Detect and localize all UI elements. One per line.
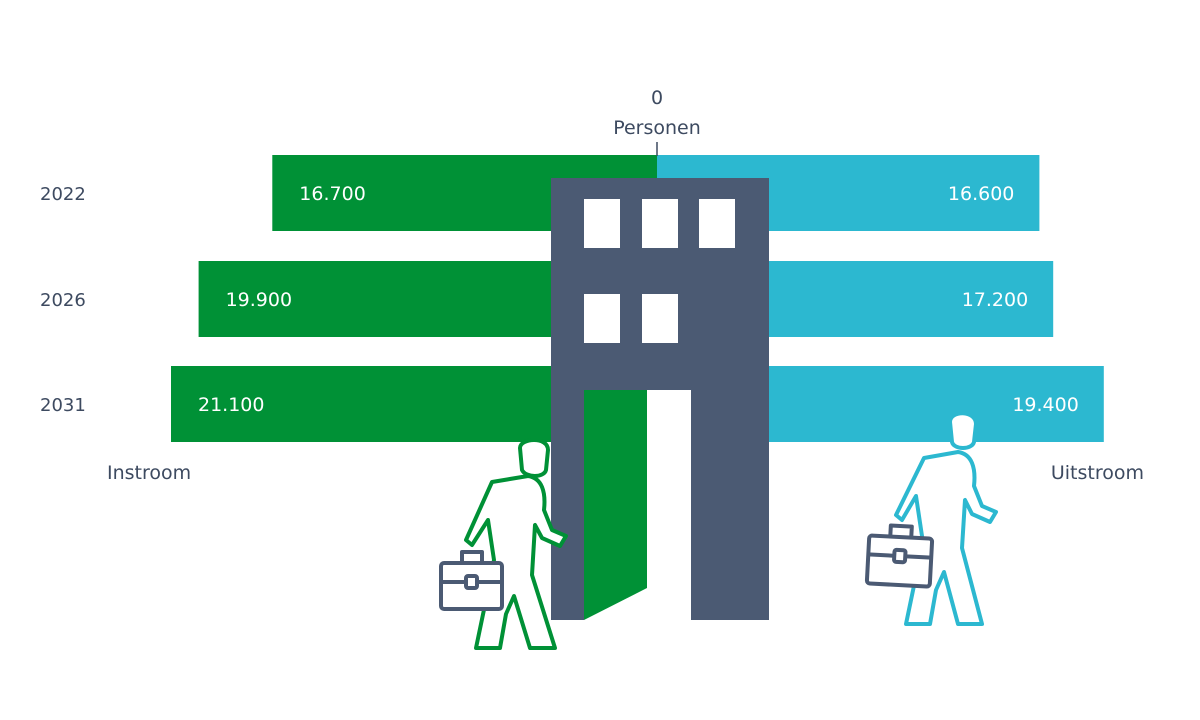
axis-title: Personen	[613, 117, 701, 139]
zero-tick-label: 0	[651, 87, 663, 109]
value-label-uitstroom: 16.600	[948, 183, 1014, 205]
value-label-instroom: 16.700	[299, 183, 365, 205]
legend-instroom: Instroom	[107, 462, 191, 484]
value-label-instroom: 21.100	[198, 394, 264, 416]
office-building-icon	[551, 178, 769, 622]
person-head	[518, 438, 550, 478]
briefcase-icon	[864, 523, 935, 589]
value-label-uitstroom: 19.400	[1012, 394, 1078, 416]
legend-uitstroom: Uitstroom	[1051, 462, 1144, 484]
building-window	[699, 199, 735, 248]
building-window	[584, 294, 620, 343]
open-door-panel	[584, 390, 647, 620]
category-label: 2026	[40, 290, 86, 311]
building-window	[584, 199, 620, 248]
building-window	[642, 199, 678, 248]
person-head	[948, 411, 978, 450]
briefcase-icon	[439, 550, 504, 611]
building-window	[642, 294, 678, 343]
walking-person-with-briefcase-icon	[894, 411, 998, 626]
category-label: 2022	[40, 184, 86, 205]
value-label-instroom: 19.900	[226, 289, 292, 311]
value-label-uitstroom: 17.200	[962, 289, 1028, 311]
category-label: 2031	[40, 395, 86, 416]
